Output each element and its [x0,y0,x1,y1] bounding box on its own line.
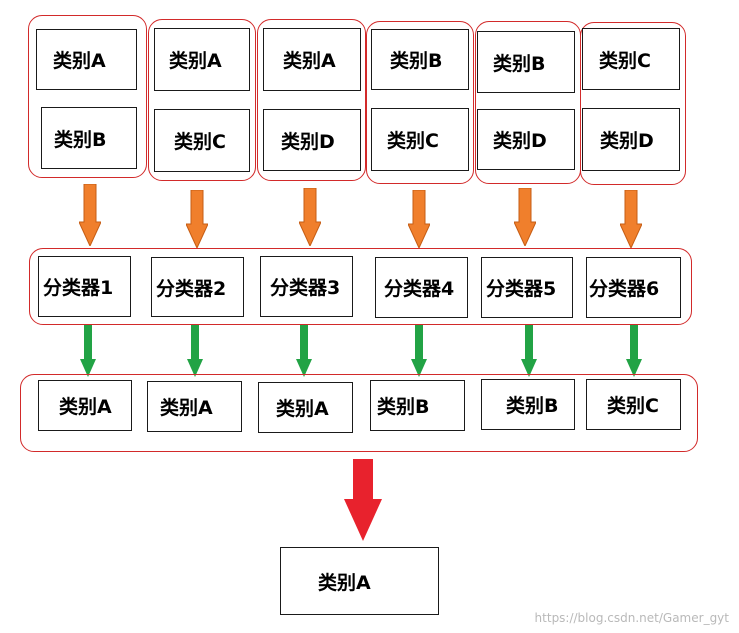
green-arrow-down-icon [521,325,537,377]
result-box: 类别A [280,547,439,615]
prediction-group [20,374,698,452]
prediction-1-box: 类别A [38,380,132,431]
orange-arrow-down-icon [514,188,536,246]
orange-arrow-down-icon [408,190,430,248]
pair-group-3 [257,19,366,181]
pair-5-top-box: 类别B [477,31,575,93]
prediction-3-box: 类别A [258,382,353,433]
prediction-2-box: 类别A [147,381,242,432]
classifier-5-box: 分类器5 [481,257,573,318]
pair-2-top-box: 类别A [154,28,250,91]
green-arrow-down-icon [187,325,203,377]
green-arrow-down-icon [411,325,427,377]
orange-arrow-down-icon [299,188,321,246]
classifier-6-box: 分类器6 [586,257,681,318]
classifier-3-box: 分类器3 [260,256,353,317]
green-arrow-down-icon [296,325,312,377]
pair-6-bottom-box: 类别D [582,108,680,171]
orange-arrow-down-icon [620,190,642,248]
pair-1-top-box: 类别A [36,29,137,90]
orange-arrow-down-icon [79,184,101,246]
classifier-4-box: 分类器4 [375,257,468,318]
pair-2-bottom-box: 类别C [154,109,250,172]
pair-4-top-box: 类别B [371,29,469,90]
prediction-6-box: 类别C [586,379,681,430]
pair-3-top-box: 类别A [263,28,361,91]
pair-4-bottom-box: 类别C [371,108,469,171]
classifier-group [29,248,692,325]
pair-6-top-box: 类别C [582,28,680,90]
prediction-5-box: 类别B [481,379,575,430]
classifier-1-box: 分类器1 [38,256,131,317]
watermark: https://blog.csdn.net/Gamer_gyt [534,611,729,625]
prediction-4-box: 类别B [370,380,465,431]
pair-3-bottom-box: 类别D [263,109,361,171]
pair-group-6 [580,22,686,185]
pair-1-bottom-box: 类别B [41,107,137,169]
red-arrow-down-icon [344,459,382,541]
green-arrow-down-icon [626,325,642,377]
pair-5-bottom-box: 类别D [477,109,575,170]
pair-group-2 [148,19,256,181]
orange-arrow-down-icon [186,190,208,248]
green-arrow-down-icon [80,325,96,377]
pair-group-4 [366,21,474,184]
classifier-2-box: 分类器2 [151,257,244,317]
pair-group-1 [28,15,147,178]
